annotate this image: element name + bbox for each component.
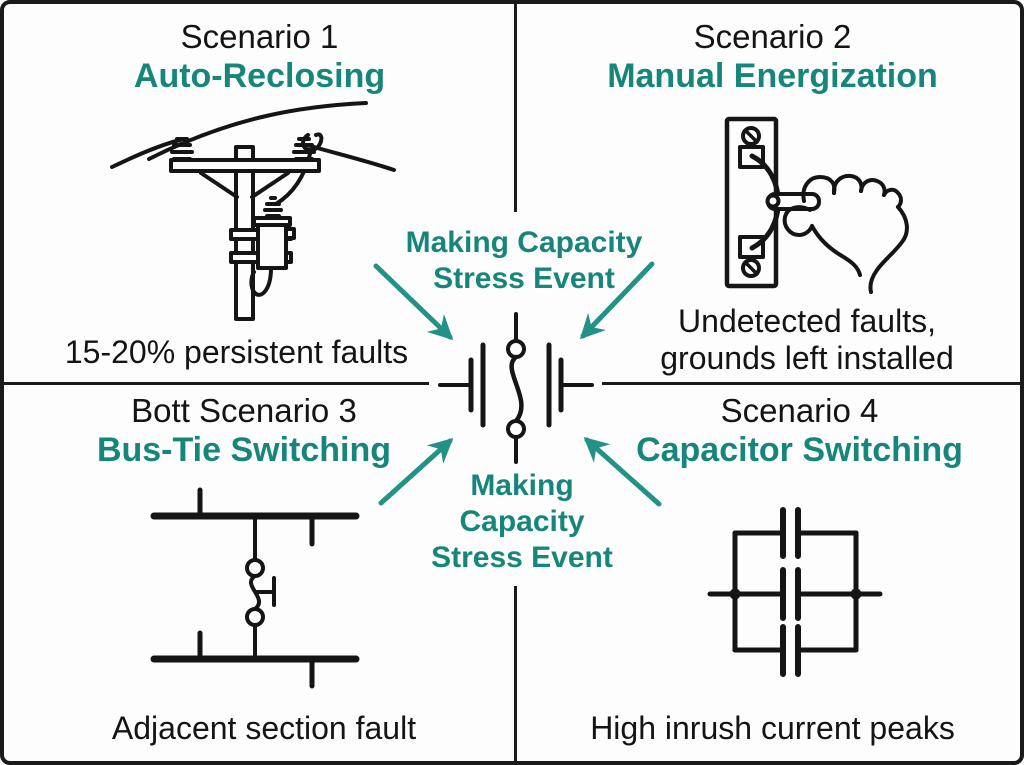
arrow-from-scenario2 [579, 261, 655, 340]
stress-arrows [373, 261, 662, 507]
divider-horizontal-left [4, 382, 429, 385]
divider-horizontal-right [602, 382, 1020, 385]
scenario-2-caption-line2: grounds left installed [660, 340, 954, 376]
scenario-3-caption: Adjacent section fault [111, 710, 417, 746]
utility-pole-icon [110, 101, 396, 321]
scenario-3-label: Bott Scenario 3 [131, 392, 357, 429]
capacitor-bank-icon [707, 507, 883, 677]
breaker-symbol-icon [438, 312, 594, 464]
scenario-3-title: Bus-Tie Switching [96, 431, 392, 469]
scenario-2-caption: Undetected faults, grounds left installe… [557, 303, 1020, 377]
quadrant-4-header: Scenario 4 Capacitor Switching [544, 392, 1020, 470]
center-label-bottom-line1: Making [470, 469, 574, 502]
hand-switch-icon [724, 116, 909, 294]
quadrant-2-header: Scenario 2 Manual Energization [517, 18, 1020, 96]
scenario-1-label: Scenario 1 [180, 18, 339, 55]
scenario-2-caption-line1: Undetected faults, [678, 303, 936, 339]
scenario-4-title: Capacitor Switching [636, 431, 963, 469]
center-label-bottom-line2: Capacity [459, 505, 585, 538]
scenario-2-title: Manual Energization [607, 57, 938, 95]
divider-vertical-bottom [514, 586, 517, 761]
center-label-top-line1: Making Capacity [405, 226, 643, 259]
divider-vertical-top [514, 4, 517, 212]
scenario-4-caption: High inrush current peaks [590, 710, 955, 746]
center-label-bottom: Making Capacity Stress Event [322, 468, 722, 576]
diagram-artwork [110, 101, 909, 689]
scenario-2-label: Scenario 2 [693, 18, 852, 55]
bus-tie-diagram-icon [150, 487, 360, 689]
arrow-from-scenario3 [378, 437, 454, 506]
scenario-1-title: Auto-Reclosing [133, 57, 386, 95]
arrow-from-scenario4 [583, 437, 662, 507]
scenario-1-caption: 15-20% persistent faults [64, 334, 409, 370]
quadrant-3-header: Bott Scenario 3 Bus-Tie Switching [4, 392, 484, 470]
center-label-top: Making Capacity Stress Event [314, 225, 734, 297]
scenario-4-label: Scenario 4 [720, 392, 879, 429]
center-label-top-line2: Stress Event [433, 262, 615, 295]
quadrant-1-header: Scenario 1 Auto-Reclosing [4, 18, 515, 96]
center-label-bottom-line3: Stress Event [431, 541, 613, 574]
arrow-from-scenario1 [373, 263, 454, 341]
